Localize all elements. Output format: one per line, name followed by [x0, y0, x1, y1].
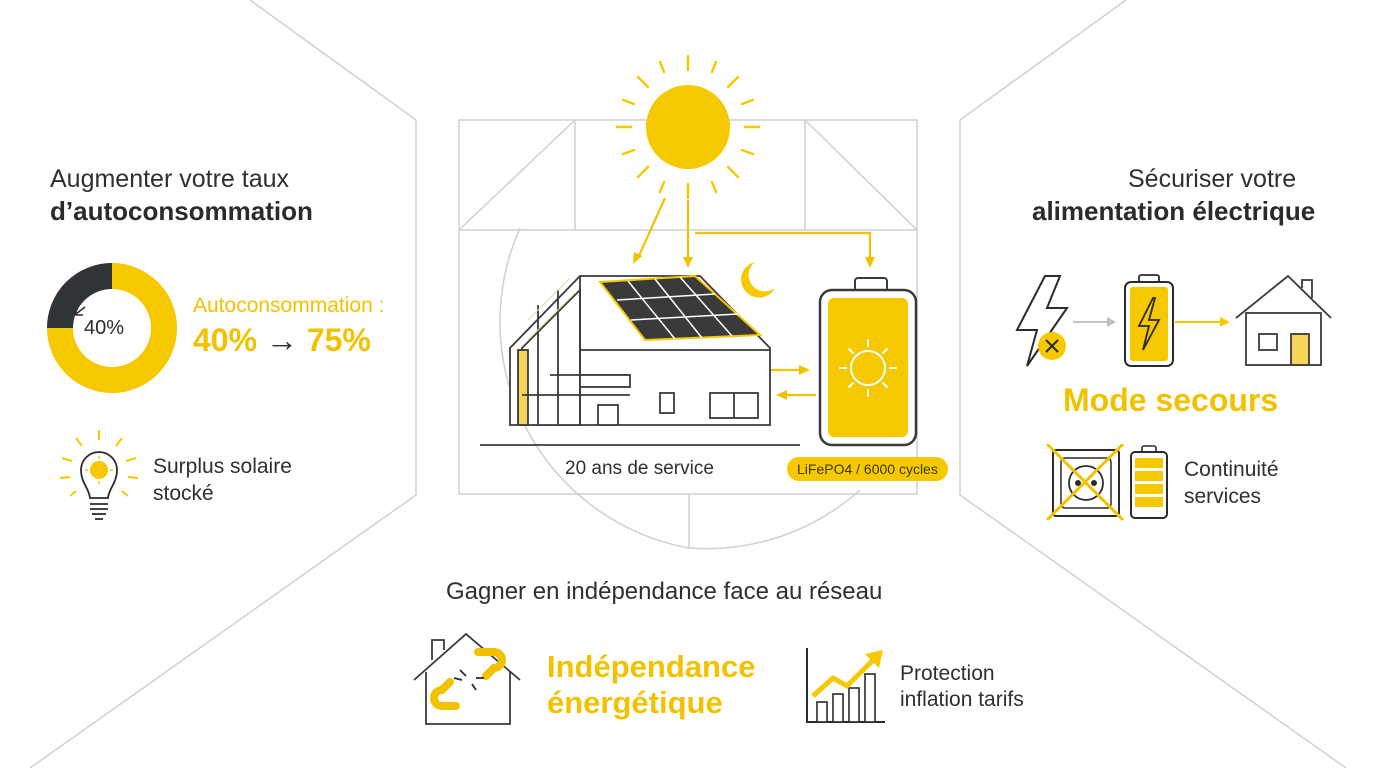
battery-level-icon [1130, 445, 1168, 519]
surplus-line2: stocké [153, 482, 214, 505]
broken-chain-house-icon [413, 632, 521, 725]
center-illustration [480, 54, 918, 447]
bottom-title: Gagner en indépendance face au réseau [446, 578, 883, 605]
mode-label: Mode secours [1063, 382, 1279, 418]
lightbulb-icon [59, 430, 139, 520]
arrow-icon [75, 308, 83, 316]
rate-from: 40% [193, 322, 258, 358]
sun-icon [615, 54, 761, 200]
continuity-line2: services [1184, 485, 1262, 508]
surplus-line1: Surplus solaire [153, 455, 292, 478]
donut-segment [47, 263, 113, 329]
rate-value: 40% → 75% [193, 322, 371, 359]
donut-chart [47, 263, 177, 393]
service-text: 20 ans de service [565, 458, 714, 479]
backup-flow [1015, 274, 1332, 367]
socket-crossed-icon [1045, 444, 1125, 522]
left-title-line1: Augmenter votre taux [50, 165, 290, 193]
independence-line2: énergétique [547, 685, 723, 720]
solar-panel-icon [598, 274, 763, 342]
right-title-line2: alimentation électrique [1032, 196, 1316, 226]
rate-to: 75% [306, 322, 371, 358]
protection-line1: Protection [900, 662, 995, 685]
continuity-line1: Continuité [1184, 458, 1279, 481]
rising-chart-icon [806, 648, 885, 723]
battery-badge: LiFePO4 / 6000 cycles [787, 457, 948, 481]
lightning-icon [1015, 275, 1069, 367]
independence-line1: Indépendance [547, 649, 756, 684]
left-title-line2: d’autoconsommation [50, 196, 313, 226]
protection-line2: inflation tarifs [900, 688, 1024, 711]
right-title-line1: Sécuriser votre [1128, 165, 1297, 193]
battery-small-icon [1124, 274, 1174, 367]
continuity-icons [1045, 444, 1168, 522]
rate-label: Autoconsommation : [193, 294, 385, 317]
donut-label: 40% [84, 317, 125, 339]
battery-icon [818, 277, 918, 447]
moon-icon [741, 262, 775, 298]
rate-arrow: → [265, 322, 298, 358]
house-icon [1235, 274, 1332, 366]
